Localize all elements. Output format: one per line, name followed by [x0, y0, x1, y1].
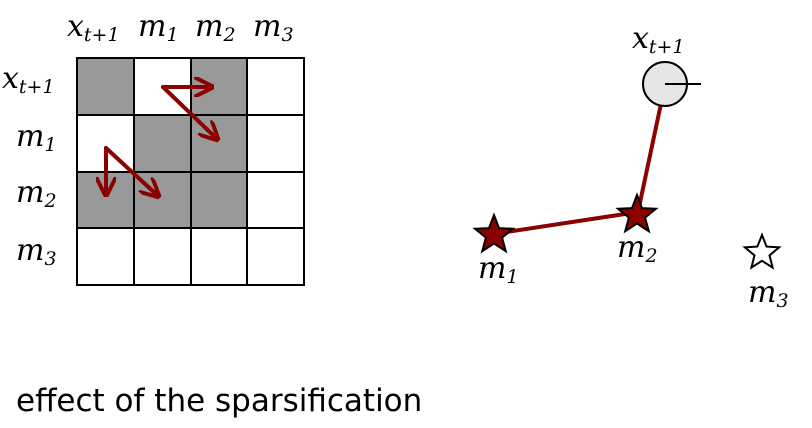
landmark-m3-star — [742, 232, 782, 270]
arrow-upper-diagonal — [161, 85, 216, 138]
row-header-m1: m1 — [16, 119, 57, 156]
col-header-m2: m2 — [195, 9, 236, 46]
landmark-label-m3: m3 — [748, 275, 789, 312]
caption: effect of the sparsification — [16, 383, 423, 419]
row-header-m2: m2 — [16, 175, 57, 212]
landmark-label-m1: m1 — [478, 251, 519, 288]
pose-label-x-t1: xt+1 — [632, 21, 685, 58]
graph-edges — [491, 97, 664, 236]
sparsification-arrows — [106, 87, 216, 195]
matrix-cell-r2-c3 — [247, 171, 304, 229]
row-header-x-t1: xt+1 — [2, 61, 55, 98]
edge-m2-m1 — [491, 210, 640, 236]
arrow-lower-diagonal — [104, 146, 157, 195]
matrix-cell-r2-c2 — [190, 171, 248, 229]
landmark-m1-star — [472, 212, 516, 254]
matrix-cell-r0-c3 — [247, 58, 304, 115]
landmark-m2-star — [615, 192, 659, 234]
matrix-cell-r3-c2 — [190, 228, 248, 285]
row-header-m3: m3 — [16, 233, 57, 270]
matrix-cell-r3-c3 — [247, 228, 304, 285]
col-header-m1: m1 — [138, 9, 179, 46]
pose-node — [642, 61, 701, 107]
edge-pose-m2 — [636, 97, 664, 214]
matrix-cell-r1-c0 — [77, 114, 134, 172]
col-header-m3: m3 — [253, 9, 294, 46]
matrix-cell-r3-c1 — [133, 228, 191, 285]
matrix-cell-r1-c1 — [133, 114, 191, 172]
matrix-cell-r3-c0 — [77, 228, 134, 285]
information-matrix — [76, 57, 305, 286]
landmark-label-m2: m2 — [617, 230, 658, 267]
col-header-x-t1: xt+1 — [67, 9, 120, 46]
matrix-cell-r1-c3 — [247, 114, 304, 172]
matrix-cell-r0-c0 — [77, 58, 134, 115]
